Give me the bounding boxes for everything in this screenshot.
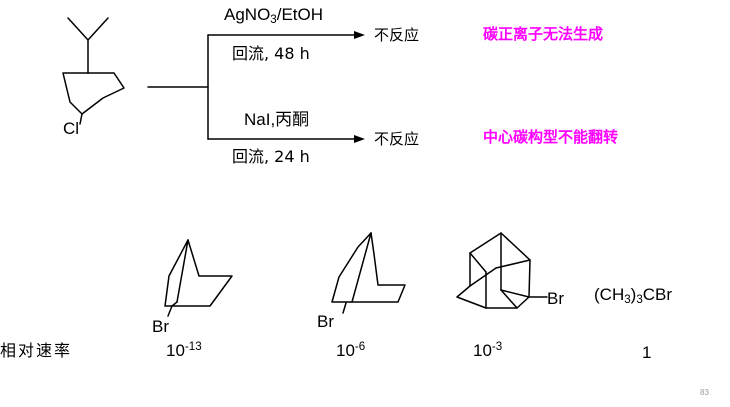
rate-compound-2: 10-6	[336, 341, 366, 360]
relative-rate-row-label: 相对速率	[0, 341, 73, 360]
result-1-label: 不反应	[374, 26, 420, 44]
rate-compound-4: 1	[642, 343, 652, 362]
reactant-structure	[62, 17, 125, 125]
conditions-2-label: 回流, 24 h	[232, 147, 310, 166]
note-2-label: 中心碳构型不能翻转	[483, 128, 619, 146]
result-2-label: 不反应	[374, 130, 420, 148]
note-1-label: 碳正离子无法生成	[483, 25, 604, 43]
compound-1-structure	[164, 239, 233, 317]
page-number: 83	[700, 388, 709, 397]
reagent-2-label: NaI,丙酮	[244, 110, 310, 129]
rate-compound-3: 10-3	[473, 341, 503, 360]
rate-compound-1: 10-13	[166, 341, 202, 360]
compound-2-structure	[331, 232, 406, 314]
compound-3-br-label: Br	[547, 289, 564, 308]
compound-4-formula: (CH3)3CBr	[594, 285, 673, 306]
compound-3-structure	[456, 232, 548, 309]
reaction-arrows	[147, 31, 365, 143]
reagent-1-label: AgNO3/EtOH	[224, 5, 324, 26]
reactant-chloro-label: Cl	[63, 119, 80, 138]
compound-1-br-label: Br	[152, 317, 169, 336]
conditions-1-label: 回流, 48 h	[232, 44, 310, 63]
compound-2-br-label: Br	[317, 312, 334, 331]
